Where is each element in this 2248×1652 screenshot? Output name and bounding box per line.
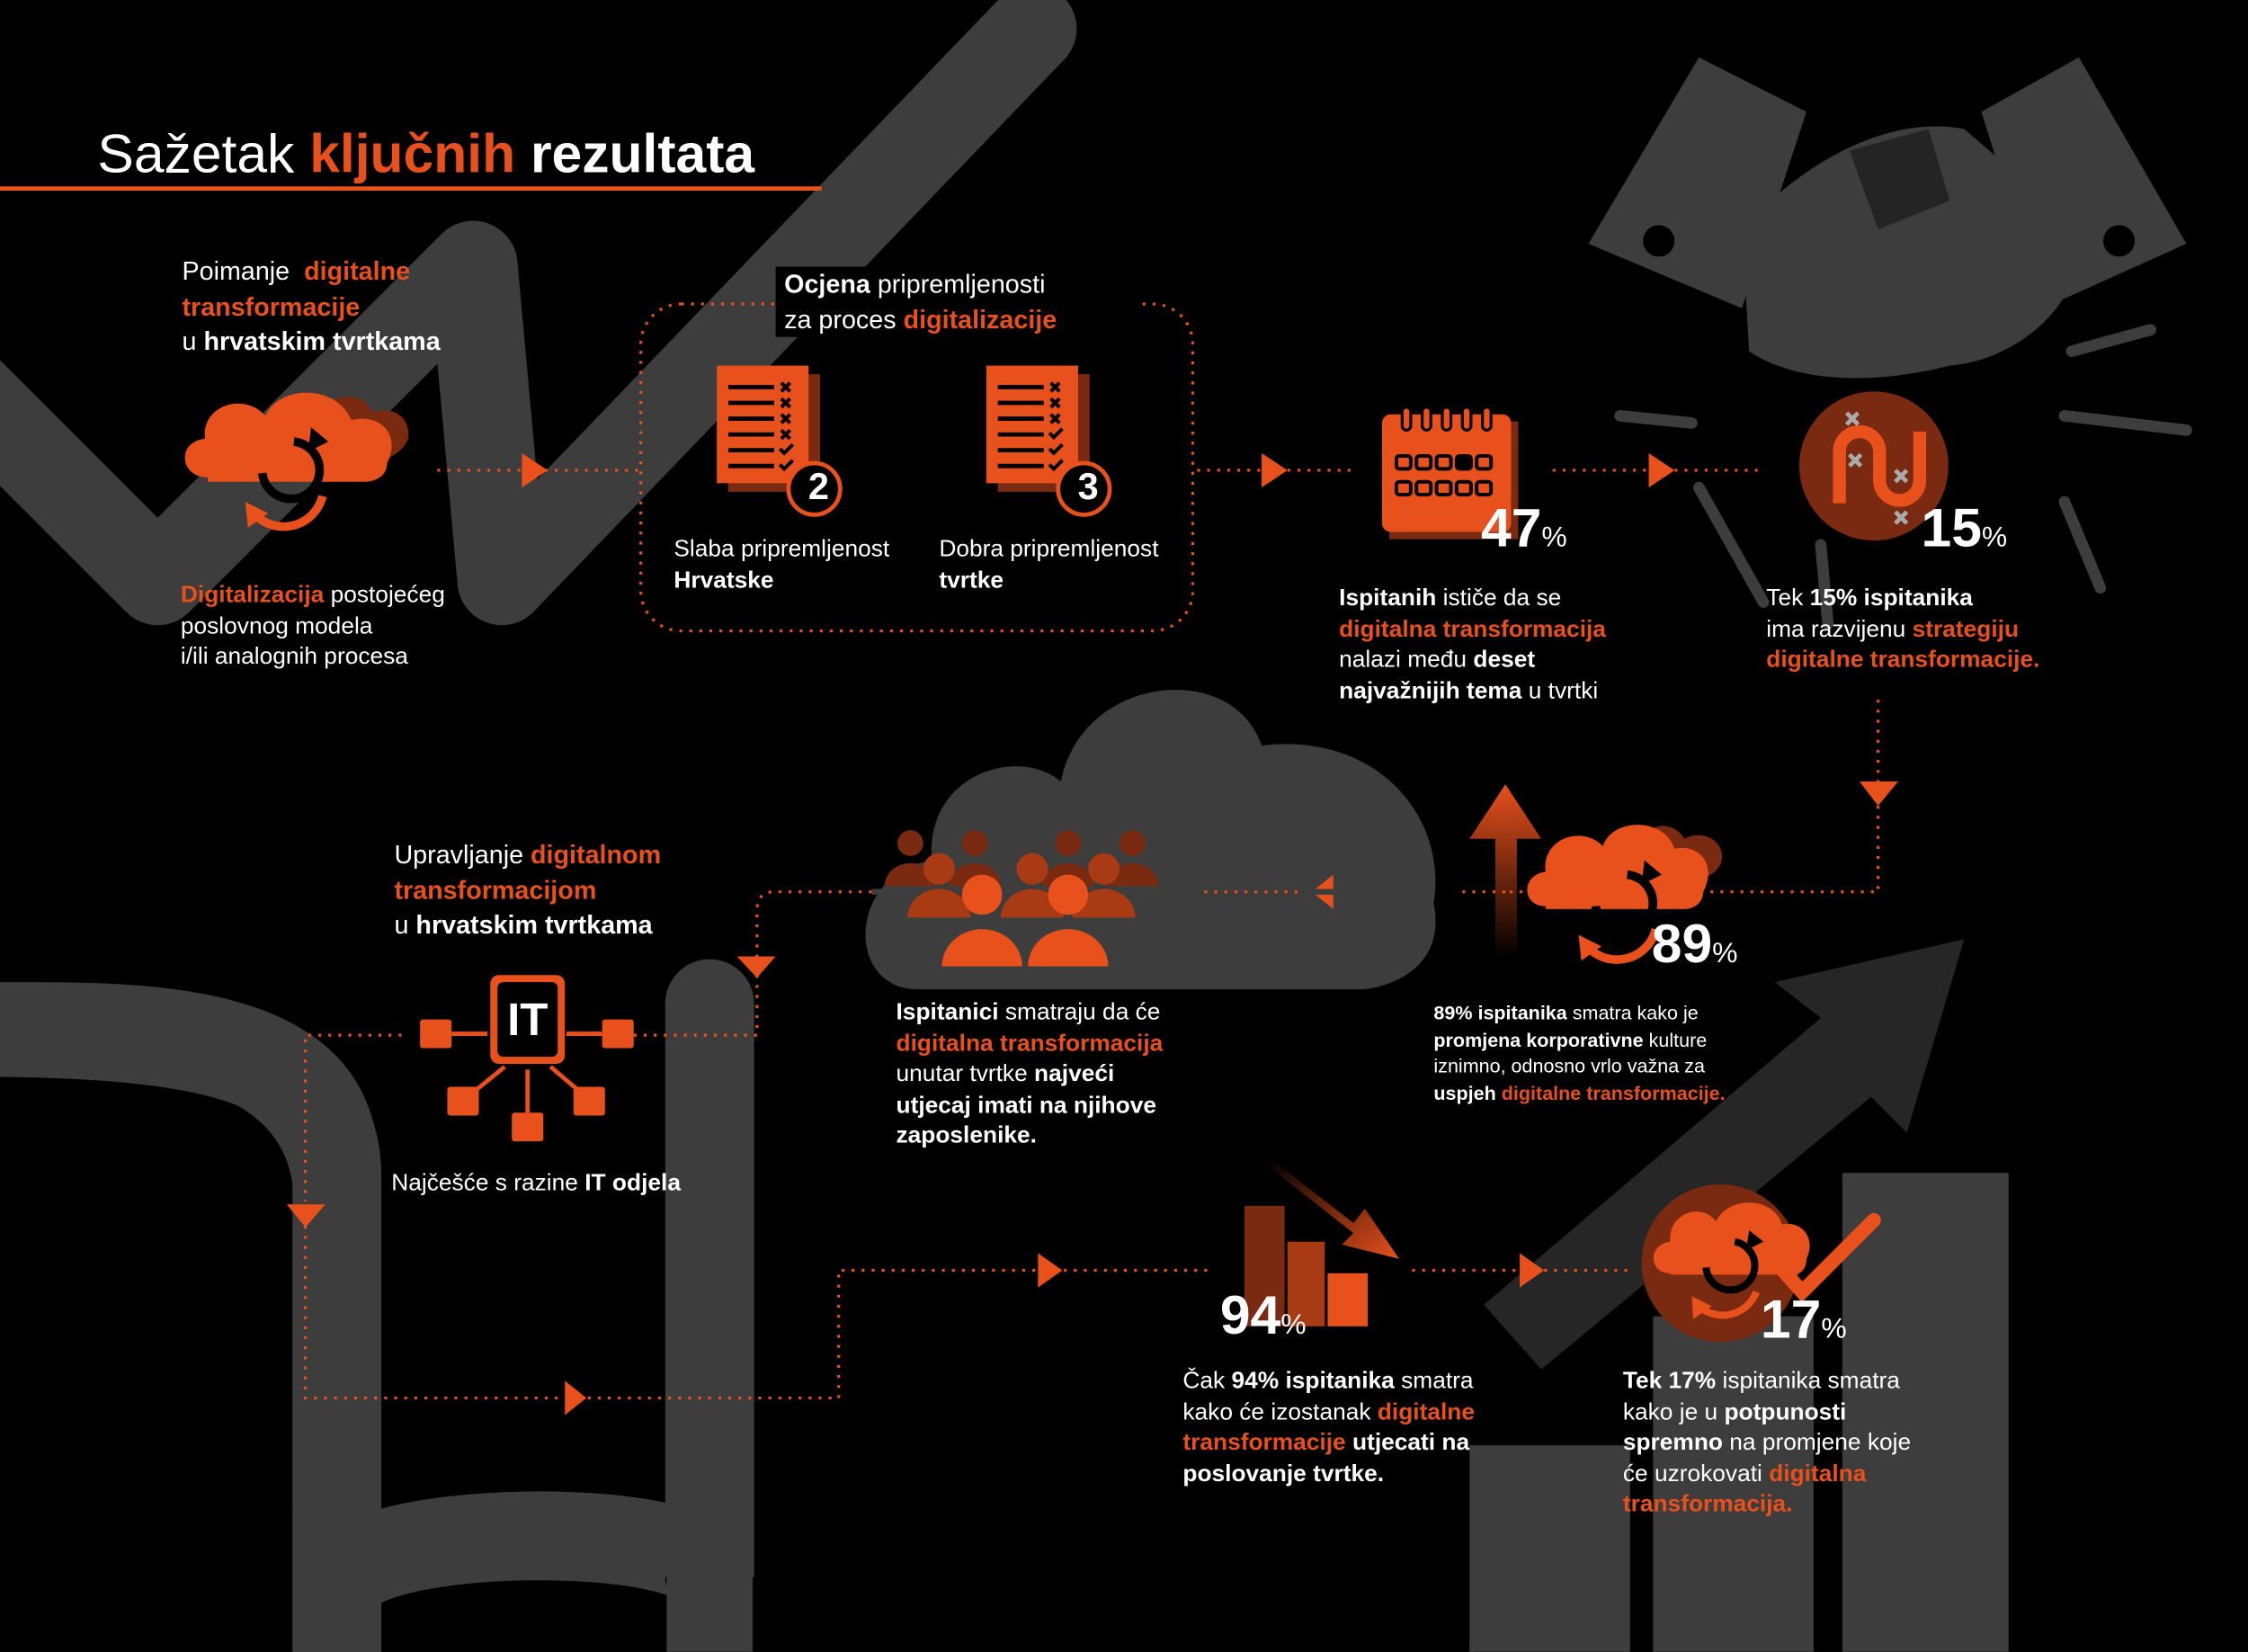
stat-94-value: 94% [1219, 1286, 1307, 1347]
doc2-number: 3 [1077, 464, 1099, 508]
stat-89-text: 89% ispitanika smatra kako je promjena k… [1433, 1002, 1726, 1103]
stat-15-text: Tek 15% ispitanika ima razvijenu strateg… [1766, 585, 2040, 673]
people-text: Ispitanici smatraju da će digitalna tran… [896, 999, 1164, 1149]
stat-17-text: Tek 17% ispitanika smatra kako je u potp… [1622, 1368, 1912, 1517]
declining-chart-icon [1244, 1158, 1400, 1326]
stat-47-value: 47% [1481, 498, 1567, 559]
rising-arrow [1469, 784, 1541, 959]
checklist-document-icon-right [986, 365, 1112, 517]
block1-description: Digitalizacija postojećeg poslovnog mode… [180, 582, 445, 670]
page-title: Sažetak ključnih rezultata [97, 124, 755, 185]
growth-arrow [1484, 939, 1965, 1370]
stat-94-text: Čak 94% ispitanika smatra kako će izosta… [1182, 1368, 1475, 1487]
stat-47-text: Ispitanih ističe da se digitalna transfo… [1339, 585, 1606, 704]
cloud-sync-up-icon [1527, 825, 1723, 964]
handshake-icon [1588, 57, 2187, 379]
cloud-sync-check-icon [1641, 1183, 1881, 1343]
stat-17-value: 17% [1760, 1290, 1847, 1351]
stat-15-value: 15% [1921, 498, 2008, 559]
stat-89-value: 89% [1651, 915, 1738, 976]
block1-heading: Poimanje digitalne transformacije u hrva… [182, 256, 441, 356]
checklist-document-icon-left [717, 365, 843, 517]
calendar-icon [1382, 406, 1519, 540]
block2-heading: Ocjena pripremljenosti za proces digital… [775, 266, 1137, 337]
cloud-sync-icon [184, 392, 409, 531]
it-network-icon: IT [420, 975, 634, 1142]
people-group-icon [884, 830, 1159, 967]
growth-bars [1469, 1173, 2009, 1652]
title-underline [0, 186, 822, 192]
flow-arrowheads [286, 452, 1898, 1415]
strategy-path-icon [1798, 391, 1949, 541]
burst-lines [1614, 324, 2192, 630]
zigzag-shape [0, 0, 1077, 626]
it-heading: Upravljanje digitalnom transformacijom u… [394, 840, 662, 940]
it-label: IT [507, 994, 548, 1045]
doc1-number: 2 [807, 464, 829, 508]
it-text: Najčešće s razine IT odjela [391, 1170, 681, 1196]
